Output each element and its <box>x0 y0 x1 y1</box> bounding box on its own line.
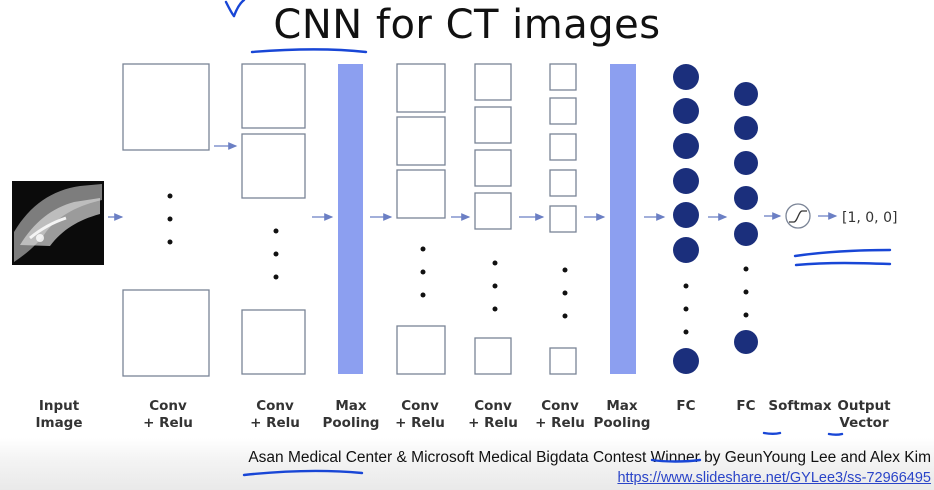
label-fc2: FC <box>736 398 756 414</box>
label-conv1: Conv + Relu <box>143 398 193 431</box>
label-conv3: Conv + Relu <box>395 398 445 431</box>
conv4-ellipsis <box>492 260 498 312</box>
conv3-feature-maps <box>396 63 446 375</box>
fc2-nodes <box>734 82 758 354</box>
conv5-feature-maps <box>549 63 577 375</box>
label-conv4: Conv + Relu <box>468 398 518 431</box>
label-conv2: Conv + Relu <box>250 398 300 431</box>
max-pooling-bar-2 <box>610 64 636 374</box>
label-softmax: Softmax <box>768 398 832 414</box>
conv1-feature-maps <box>122 63 210 377</box>
label-fc1: FC <box>676 398 696 414</box>
conv2-feature-maps <box>241 63 306 375</box>
footer-bar <box>0 438 934 490</box>
label-pool2: Max Pooling <box>593 398 651 431</box>
flow-arrows <box>108 142 838 221</box>
slide-title: CNN for CT images <box>273 2 661 48</box>
footer-credit: Asan Medical Center & Microsoft Medical … <box>248 449 931 466</box>
conv5-ellipsis <box>562 267 568 319</box>
label-conv5: Conv + Relu <box>535 398 585 431</box>
conv1-ellipsis <box>167 193 173 245</box>
conv4-feature-maps <box>474 63 512 375</box>
conv3-ellipsis <box>420 246 426 298</box>
source-link[interactable]: https://www.slideshare.net/GYLee3/ss-729… <box>617 470 931 486</box>
label-output: Output Vector <box>837 398 891 431</box>
output-vector-value: [1, 0, 0] <box>842 210 897 226</box>
fc1-ellipsis <box>683 283 689 335</box>
conv2-ellipsis <box>273 228 279 280</box>
fc2-ellipsis <box>743 266 749 318</box>
max-pooling-bar-1 <box>338 64 363 374</box>
ct-scan-image <box>12 181 104 265</box>
fc1-nodes <box>673 64 699 374</box>
label-pool1: Max Pooling <box>322 398 380 431</box>
label-input: Input Image <box>35 398 83 431</box>
softmax-icon <box>785 203 811 229</box>
